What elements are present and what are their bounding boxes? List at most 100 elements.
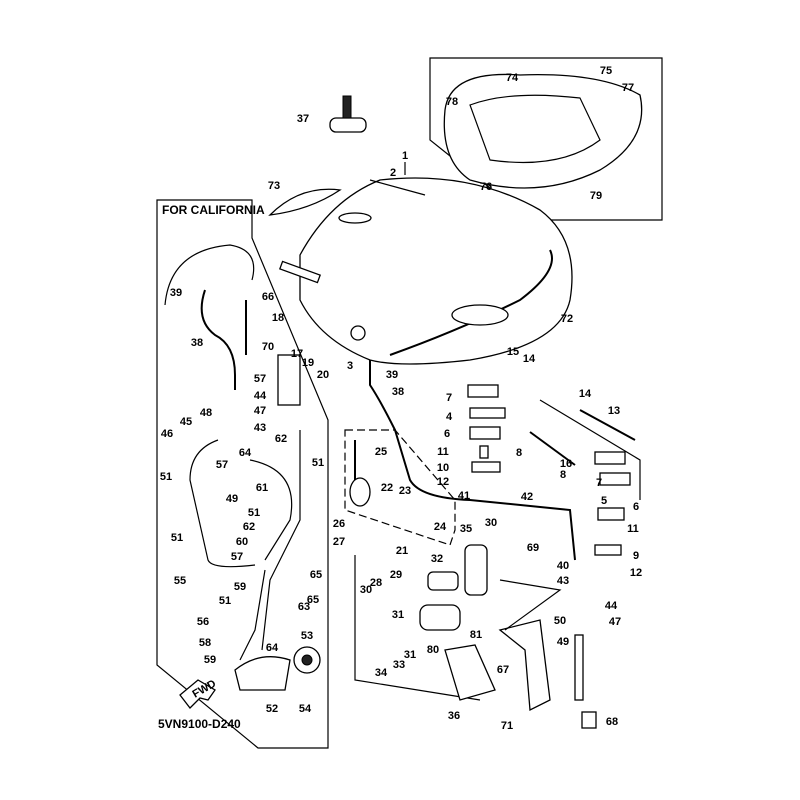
callout-label: 64 — [266, 642, 279, 654]
callout-label: 48 — [200, 407, 212, 419]
callout-label: 47 — [609, 616, 621, 628]
callout-label: 57 — [254, 373, 266, 385]
callout-label: 42 — [521, 491, 533, 503]
callout-label: 8 — [560, 469, 566, 481]
inset-tank-panel — [469, 94, 601, 164]
callout-label: 47 — [254, 405, 266, 417]
callout-label: 10 — [437, 462, 449, 474]
bracket-67 — [498, 619, 551, 712]
callout-label: 28 — [370, 577, 382, 589]
callout-label: 81 — [470, 629, 482, 641]
callout-label: 54 — [299, 703, 312, 715]
callout-label: 18 — [272, 312, 284, 324]
callout-label: 58 — [199, 637, 211, 649]
callout-label: 60 — [236, 536, 248, 548]
plate-9 — [594, 544, 622, 556]
callout-label: 7 — [446, 392, 452, 404]
plate-10 — [471, 461, 501, 473]
callout-label: 64 — [239, 447, 252, 459]
bracket-7 — [467, 384, 499, 398]
callout-label: 51 — [160, 471, 172, 483]
california-bracket-52 — [234, 656, 291, 691]
callout-label: 17 — [291, 348, 303, 360]
callout-label: 65 — [307, 594, 319, 606]
callout-labels: 1237737274757778767966181719203393815141… — [160, 65, 642, 732]
callout-label: 16 — [560, 458, 572, 470]
california-canister — [277, 354, 301, 406]
callout-label: 44 — [254, 390, 267, 402]
bolt-13 — [579, 409, 636, 441]
california-hose-58 — [239, 569, 266, 661]
frame-outline-left — [354, 555, 481, 701]
callout-label: 30 — [485, 517, 497, 529]
cover-36 — [444, 644, 496, 701]
callout-label: 68 — [606, 716, 618, 728]
callout-label: 59 — [234, 581, 246, 593]
fwd-arrow-icon — [179, 679, 216, 709]
california-hose-38 — [200, 289, 236, 390]
callout-label: 9 — [633, 550, 639, 562]
inset-tank-cover — [443, 73, 643, 189]
callout-label: 45 — [180, 416, 192, 428]
callout-label: 53 — [301, 630, 313, 642]
callout-label: 43 — [254, 422, 266, 434]
callout-label: 51 — [171, 532, 183, 544]
frame-outline-right — [539, 399, 641, 500]
callout-label: 69 — [527, 542, 539, 554]
fuel-pump-80 — [419, 604, 461, 631]
leader-1 — [369, 179, 426, 196]
california-title-line: FOR CALIFORNIA — [162, 203, 265, 217]
callout-label: 77 — [622, 82, 634, 94]
callout-label: 39 — [170, 287, 182, 299]
callout-label: 37 — [297, 113, 309, 125]
callout-label: 21 — [396, 545, 408, 557]
callout-label: 24 — [434, 521, 447, 533]
callout-label: 11 — [437, 446, 449, 458]
callout-label: 65 — [310, 569, 322, 581]
callout-label: 55 — [174, 575, 186, 587]
grommet-3 — [350, 325, 366, 341]
inset-frame — [429, 57, 663, 221]
callout-label: 62 — [243, 521, 255, 533]
callout-label: 19 — [302, 357, 314, 369]
callout-label: 51 — [219, 595, 231, 607]
fuel-tank — [299, 177, 573, 365]
callout-label: 62 — [275, 433, 287, 445]
callout-label: 80 — [427, 644, 439, 656]
california-hose-49 — [189, 439, 256, 568]
callout-label: 11 — [627, 523, 639, 535]
callout-label: 1 — [402, 150, 408, 162]
tank-panel-73 — [268, 188, 342, 216]
callout-label: 8 — [516, 447, 522, 459]
callout-label: 57 — [216, 459, 228, 471]
callout-label: 25 — [375, 446, 387, 458]
callout-label: 59 — [204, 654, 216, 666]
callout-label: 29 — [390, 569, 402, 581]
callout-label: 32 — [431, 553, 443, 565]
callout-label: 50 — [554, 615, 566, 627]
callout-label: 2 — [390, 167, 396, 179]
pump-bracket-35 — [464, 544, 488, 596]
california-tank-outline — [164, 244, 255, 306]
callout-label: 39 — [386, 369, 398, 381]
damper-6 — [469, 426, 501, 440]
callout-label: 23 — [399, 485, 411, 497]
callout-label: 20 — [317, 369, 329, 381]
callout-label: 35 — [460, 523, 472, 535]
petcock-body — [349, 477, 371, 507]
callout-label: 43 — [557, 575, 569, 587]
callout-label: 79 — [590, 190, 602, 202]
callout-label: 14 — [579, 388, 592, 400]
callout-label: 73 — [268, 180, 280, 192]
callout-label: 63 — [298, 601, 310, 613]
stay-69 — [499, 579, 562, 631]
callout-label: 14 — [523, 353, 536, 365]
callout-label: 67 — [497, 664, 509, 676]
damper-6b — [597, 507, 625, 521]
callout-label: 61 — [256, 482, 268, 494]
california-cap-53-inner — [301, 654, 313, 666]
callout-label: 15 — [507, 346, 519, 358]
collar-11 — [479, 445, 489, 459]
callout-label: 5 — [601, 495, 607, 507]
